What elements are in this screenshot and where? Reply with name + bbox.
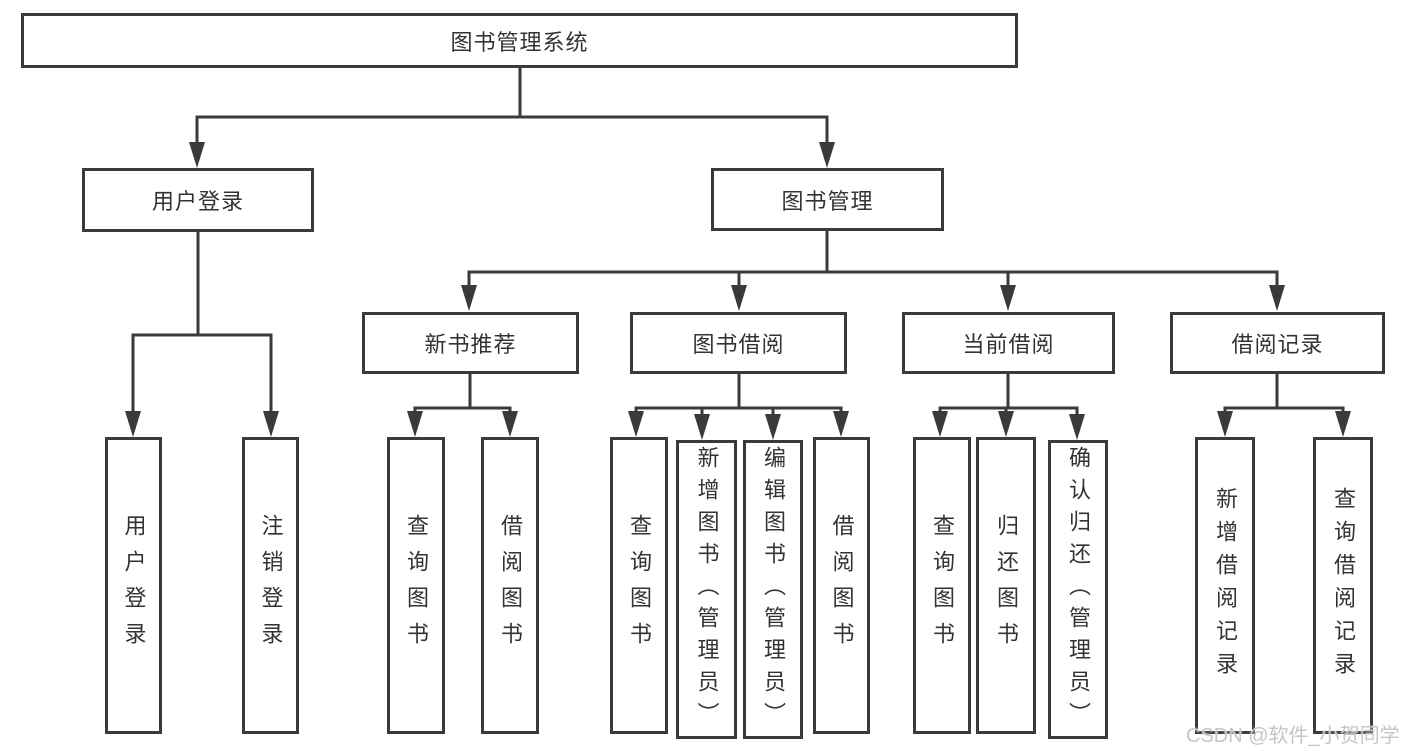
- leaf-label: 新增图书（管理员）: [694, 445, 720, 734]
- leaf-label: 编辑图书（管理员）: [761, 445, 786, 734]
- leaf-label: 新增借阅记录: [1213, 486, 1238, 685]
- leaf-label: 确认归还（管理员）: [1066, 445, 1091, 734]
- leaf-label: 归还图书: [994, 513, 1019, 658]
- leaf-label: 借阅图书: [829, 513, 855, 658]
- leaf-logout: 注销登录: [242, 437, 299, 734]
- leaf-label: 查询借阅记录: [1331, 486, 1356, 685]
- leaf-label: 查询图书: [627, 513, 652, 658]
- watermark: CSDN @软件_小贺同学: [1186, 725, 1400, 747]
- node-user-login: 用户登录: [82, 168, 314, 232]
- leaf-nb-query-books: 查询图书: [387, 437, 445, 734]
- node-current-borrow: 当前借阅: [902, 312, 1115, 374]
- leaf-bb-add-books-admin: 新增图书（管理员）: [676, 440, 737, 739]
- leaf-label: 查询图书: [930, 513, 955, 658]
- leaf-bb-borrow-books: 借阅图书: [813, 437, 870, 734]
- leaf-nb-borrow-books: 借阅图书: [481, 437, 539, 734]
- node-new-book-recommend: 新书推荐: [362, 312, 579, 374]
- leaf-bb-edit-books-admin: 编辑图书（管理员）: [743, 440, 803, 739]
- node-book-management: 图书管理: [711, 168, 944, 231]
- node-root: 图书管理系统: [21, 13, 1018, 68]
- leaf-label: 注销登录: [258, 513, 284, 658]
- leaf-cb-confirm-return-admin: 确认归还（管理员）: [1048, 440, 1108, 739]
- leaf-br-add-record: 新增借阅记录: [1195, 437, 1255, 734]
- leaf-bb-query-books: 查询图书: [610, 437, 668, 734]
- leaf-label: 查询图书: [404, 513, 429, 658]
- leaf-label: 用户登录: [121, 513, 147, 658]
- leaf-br-query-record: 查询借阅记录: [1313, 437, 1373, 734]
- node-book-borrow: 图书借阅: [630, 312, 847, 374]
- leaf-cb-return-books: 归还图书: [976, 437, 1036, 734]
- leaf-cb-query-books: 查询图书: [913, 437, 971, 734]
- node-borrow-records: 借阅记录: [1170, 312, 1385, 374]
- leaf-label: 借阅图书: [498, 513, 523, 658]
- leaf-user-login: 用户登录: [105, 437, 162, 734]
